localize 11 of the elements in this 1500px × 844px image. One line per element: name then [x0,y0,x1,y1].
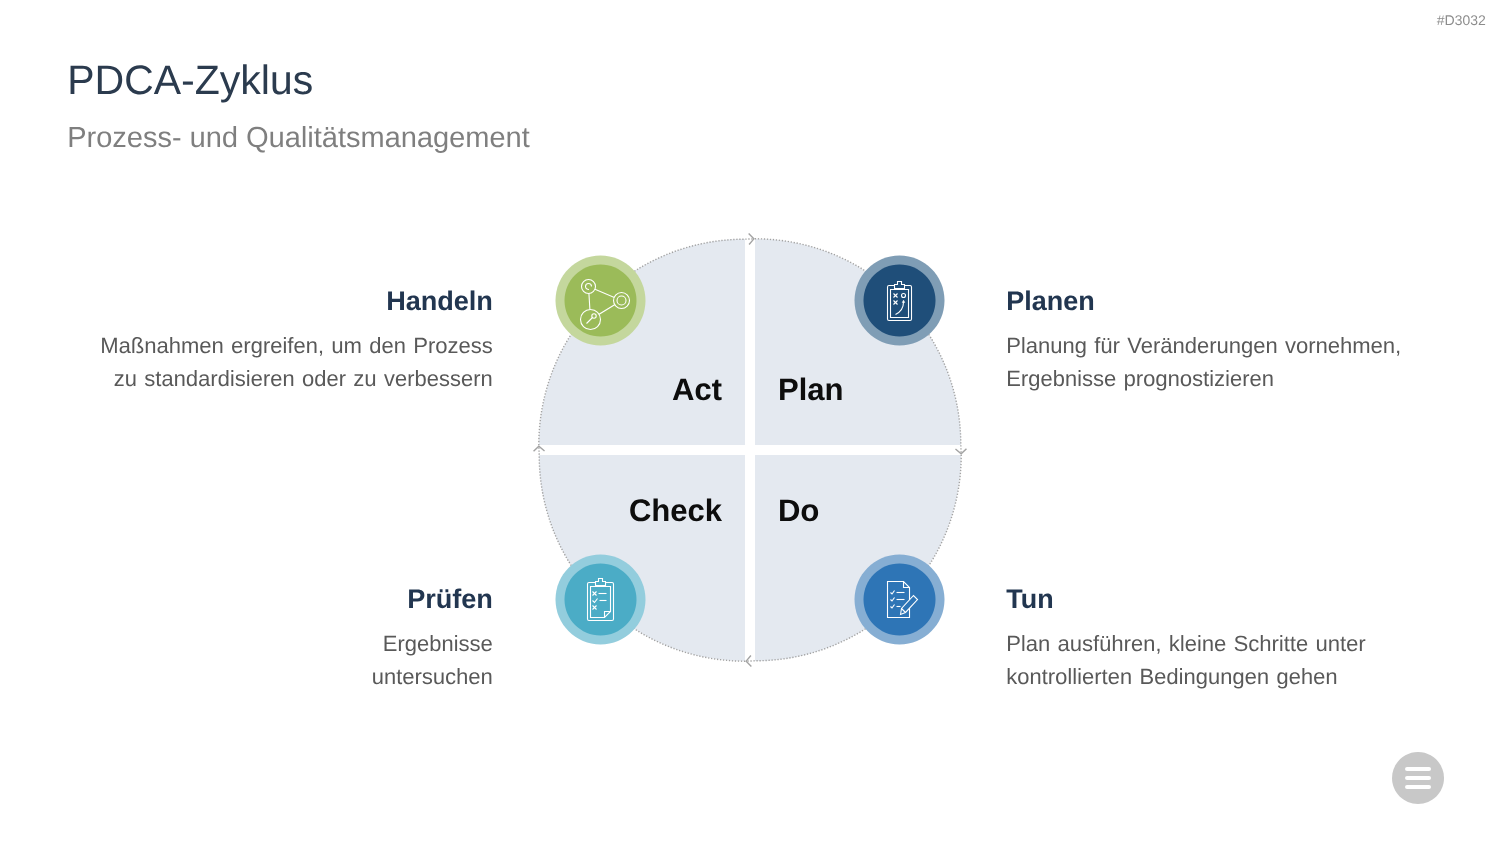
step-description: Maßnahmen ergreifen, um den Prozess zu standardisieren oder zu verbessern [102,337,492,387]
step-heading: Handeln [388,290,492,311]
step-description: Ergebnisse untersuchen [373,635,492,685]
step-description: Planung für Veränderungen vornehmen, Ergebnisse prognostizieren [1008,337,1400,391]
step-heading: Tun [1006,589,1053,609]
step-heading: Planen [1008,290,1094,311]
document-code: #D3032 [1436,15,1486,26]
subtitle: Prozess- und Qualitätsmanagement [69,126,530,153]
step-heading: Prüfen [409,588,492,609]
step-description: Plan ausführen, kleine Schritte unter kontrollierten Bedingungen gehen [1007,635,1366,689]
title: PDCA-Zyklus [70,64,312,103]
